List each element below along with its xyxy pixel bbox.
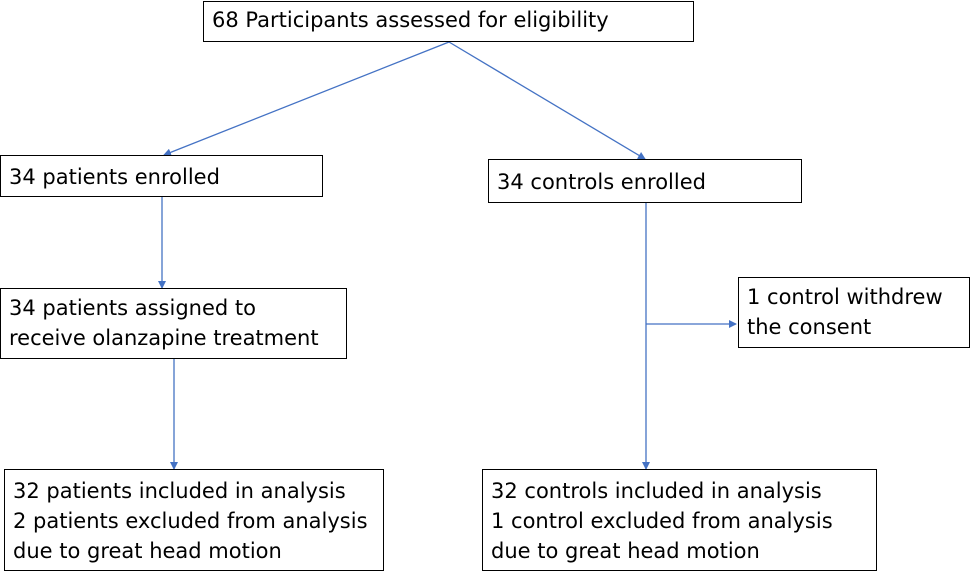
patients-analysis-box: 32 patients included in analysis 2 patie… bbox=[4, 469, 384, 571]
arrow-eligibility-to-patients bbox=[163, 41, 450, 157]
patients-enrolled-text: 34 patients enrolled bbox=[9, 165, 220, 189]
patients-assigned-box: 34 patients assigned to receive olanzapi… bbox=[0, 288, 347, 359]
arrow-eligibility-to-controls bbox=[448, 41, 646, 160]
controls-analysis-line-3: due to great head motion bbox=[491, 539, 760, 563]
eligibility-box: 68 Participants assessed for eligibility bbox=[203, 1, 694, 42]
control-withdrew-box: 1 control withdrew the consent bbox=[738, 277, 970, 348]
patients-analysis-line-1: 32 patients included in analysis bbox=[13, 479, 346, 503]
controls-analysis-box: 32 controls included in analysis 1 contr… bbox=[482, 469, 877, 571]
patients-analysis-line-3: due to great head motion bbox=[13, 539, 282, 563]
controls-enrolled-text: 34 controls enrolled bbox=[497, 170, 706, 194]
eligibility-text: 68 Participants assessed for eligibility bbox=[212, 8, 609, 32]
patients-assigned-line-1: 34 patients assigned to bbox=[9, 296, 256, 320]
controls-enrolled-box: 34 controls enrolled bbox=[488, 159, 802, 203]
patients-enrolled-box: 34 patients enrolled bbox=[0, 155, 323, 197]
control-withdrew-line-2: the consent bbox=[747, 315, 872, 339]
control-withdrew-line-1: 1 control withdrew bbox=[747, 285, 943, 309]
patients-assigned-line-2: receive olanzapine treatment bbox=[9, 326, 319, 350]
controls-analysis-line-2: 1 control excluded from analysis bbox=[491, 509, 833, 533]
patients-analysis-line-2: 2 patients excluded from analysis bbox=[13, 509, 368, 533]
controls-analysis-line-1: 32 controls included in analysis bbox=[491, 479, 822, 503]
